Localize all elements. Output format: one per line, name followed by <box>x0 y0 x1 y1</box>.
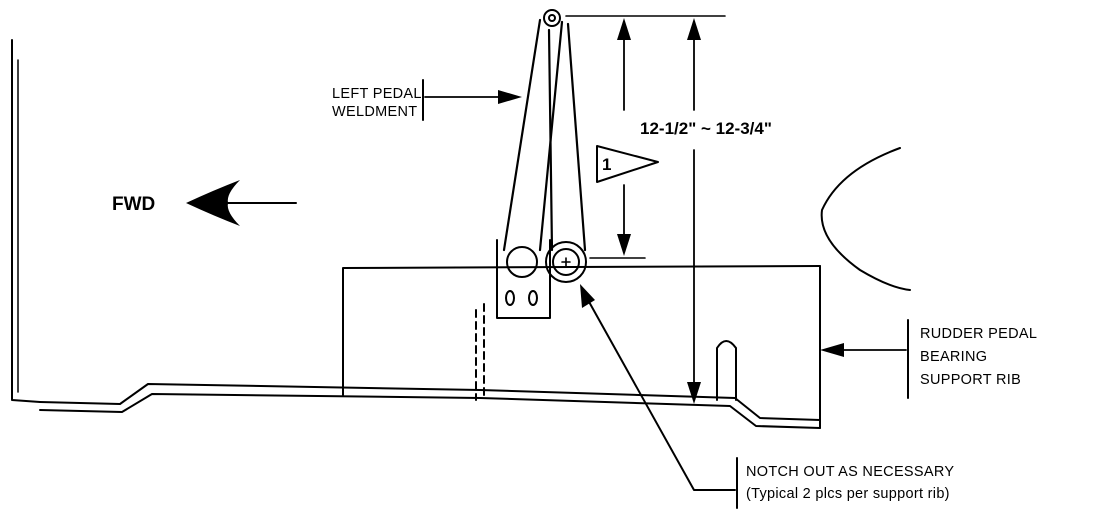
pedal-pivot-top <box>543 9 561 27</box>
pivot-pin-mark <box>561 257 571 267</box>
dim-outer-arrow-up <box>687 18 701 40</box>
left-pedal-label-line2: WELDMENT <box>332 104 417 120</box>
dimension-label: 12-1/2" ~ 12-3/4" <box>640 119 772 138</box>
dim-outer-arrow-down <box>687 382 701 404</box>
fwd-label: FWD <box>112 194 155 215</box>
bracket-hole-right <box>528 290 538 306</box>
note-flag-number: 1 <box>602 155 611 174</box>
rib-label-line3: SUPPORT RIB <box>920 372 1021 388</box>
note-flag <box>596 145 659 183</box>
rib-slot <box>716 340 737 401</box>
dim-inner-arrow-down <box>617 234 631 256</box>
pedal-pivot-right-outer <box>545 241 587 283</box>
pedal-pivot-left <box>506 246 538 278</box>
left-pedal-label-line1: LEFT PEDAL <box>332 86 422 102</box>
left-pedal-arrowhead <box>498 90 522 104</box>
notch-label-line2: (Typical 2 plcs per support rib) <box>746 486 950 502</box>
pedal-arm-right <box>547 22 587 252</box>
notch-arrowhead <box>580 284 595 308</box>
rib-label-line1: RUDDER PEDAL <box>920 326 1037 342</box>
bracket-hole-left <box>505 290 515 306</box>
dim-inner-arrow-up <box>617 18 631 40</box>
fwd-arrowhead <box>186 180 240 226</box>
curved-structure <box>820 147 911 291</box>
support-rib-outline <box>342 265 821 396</box>
floor-skin-line <box>39 383 821 421</box>
pedal-pivot-right <box>552 248 580 276</box>
rib-label-line2: BEARING <box>920 349 987 365</box>
rib-arrowhead <box>820 343 844 357</box>
floor-skin-lower-line <box>39 393 821 429</box>
notch-label-line1: NOTCH OUT AS NECESSARY <box>746 464 954 480</box>
pedal-arm-left <box>502 18 564 252</box>
pedal-mount-bracket <box>496 239 551 319</box>
fuselage-wall-line <box>11 39 41 403</box>
pedal-pivot-top-pin <box>548 14 556 22</box>
notch-leader <box>587 299 736 491</box>
